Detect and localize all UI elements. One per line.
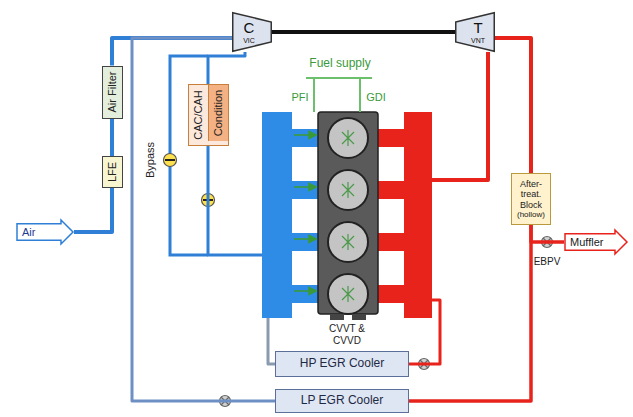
bypass-label: Bypass	[144, 142, 157, 178]
pipe-connector	[432, 52, 488, 180]
pipe-connector	[531, 225, 564, 242]
node-text: After-treat. Block	[517, 179, 545, 210]
charge-air-cooler-box: CAC/CAH Condition	[188, 84, 229, 146]
fuel-supply-label: Fuel supply	[309, 57, 370, 71]
engine-block	[318, 112, 378, 320]
node-text: C	[244, 19, 255, 36]
intake-manifold	[262, 112, 320, 318]
node-text: CAC/CAH	[192, 90, 205, 140]
air-filter-box: Air Filter	[102, 66, 123, 119]
pipe-connector	[409, 300, 440, 364]
node-text: Air Filter	[106, 72, 119, 113]
injector-label: PFI	[291, 91, 308, 104]
text-column: CAC/CAH	[189, 85, 208, 145]
egr-valve	[220, 237, 553, 407]
node-text: Air	[16, 226, 35, 239]
node-outline	[456, 13, 495, 52]
pipe-connector	[208, 52, 245, 84]
node-text: (hollow)	[517, 210, 545, 219]
pipe-connector	[208, 146, 262, 255]
engine-block: CVVT & CVVD	[262, 112, 432, 346]
node-text: Condition	[212, 90, 225, 136]
pipe-connector	[409, 225, 531, 401]
node-outline	[233, 13, 272, 52]
pipe-connector	[110, 119, 114, 157]
egr-return-pipe	[267, 318, 270, 346]
injector-label: GDI	[366, 91, 386, 104]
valve-label: EBPV	[534, 256, 561, 268]
node-outline	[17, 220, 73, 244]
exhaust-manifold	[376, 112, 432, 318]
muffler-outlet-arrow: Muffler	[564, 229, 628, 255]
node-text: LFE	[106, 162, 119, 182]
node-text: HP EGR Cooler	[300, 357, 384, 371]
turbine-symbol: TVNT	[455, 12, 495, 52]
aftertreatment-box: After-treat. Block(hollow)	[511, 173, 551, 225]
node-text: VNT	[471, 37, 485, 45]
pipe-connector	[495, 38, 531, 173]
air-inlet-arrow: Air	[16, 219, 74, 245]
node-text: LP EGR Cooler	[301, 394, 383, 408]
fuel-line	[306, 78, 372, 112]
injector-arrow	[294, 132, 316, 295]
node-text: Muffler	[564, 236, 603, 249]
compressor-symbol: CVIC	[232, 12, 272, 52]
node-outline	[565, 230, 627, 254]
pipe-connector	[74, 188, 112, 232]
pipe-connector	[268, 346, 275, 364]
node-text: VIC	[243, 37, 255, 45]
text-column: Condition	[208, 85, 228, 141]
text-column: Air Filter	[103, 67, 122, 118]
hp-egr-cooler-box: HP EGR Cooler	[275, 351, 409, 377]
pipe-connector	[132, 38, 275, 401]
flow-element-box: LFE	[102, 156, 123, 188]
pipe-connector	[272, 30, 455, 34]
text-column: LFE	[103, 157, 122, 187]
node-text: T	[473, 19, 482, 36]
pipe-connector	[112, 38, 232, 66]
lp-egr-cooler-box: LP EGR Cooler	[275, 389, 409, 413]
node-text: CVVT & CVVD	[317, 323, 377, 346]
